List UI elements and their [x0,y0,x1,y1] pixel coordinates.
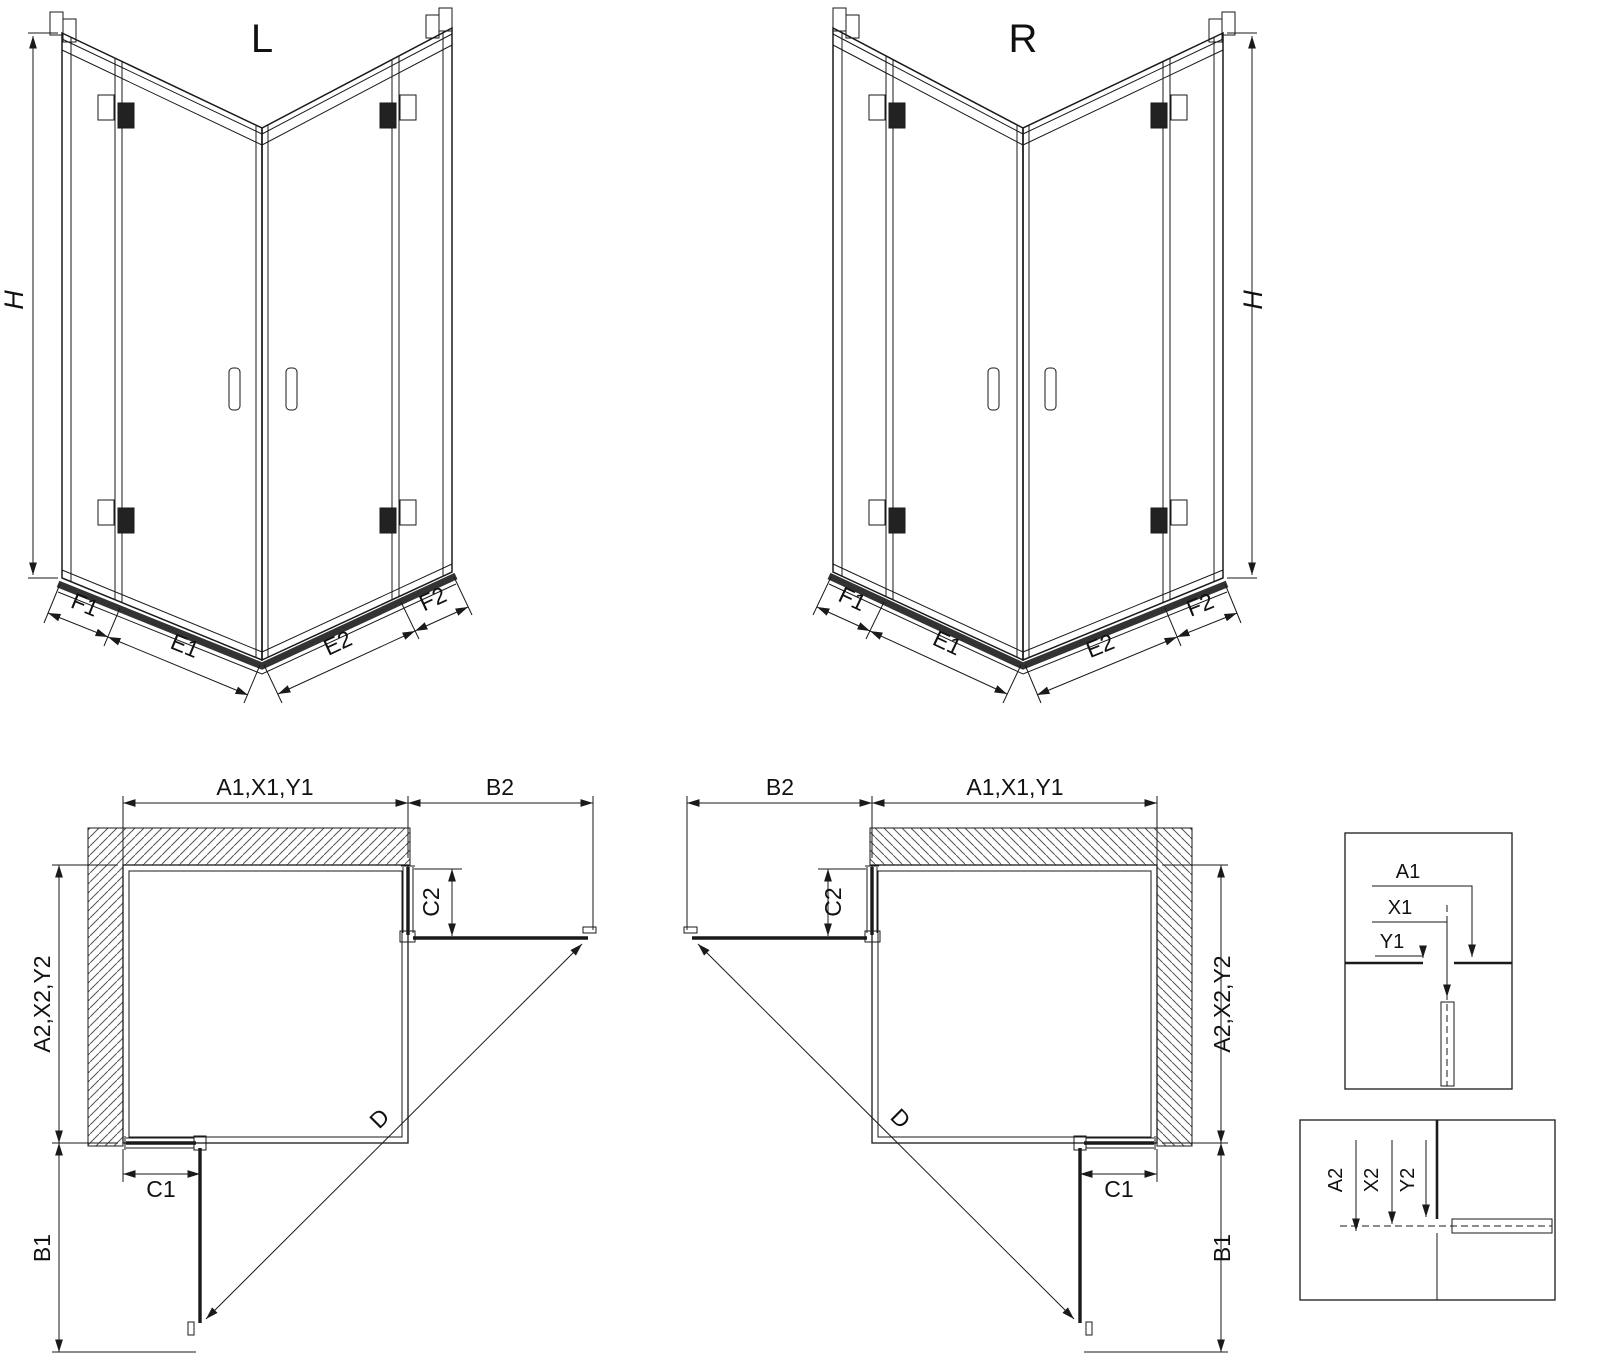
dim-label-a1x1y1-right: A1,X1,Y1 [966,774,1063,800]
version-label-left: L [251,17,273,61]
dim-label-h-left: H [0,290,29,310]
dim-label-h-right: H [1238,290,1268,310]
3d-view-right: R H F2 E2 E1 F1 [813,8,1268,703]
dim-label-d-left: D [364,1103,394,1133]
dim-label-y1-detail: Y1 [1380,931,1404,953]
dim-label-x2-detail: X2 [1361,1168,1383,1192]
dim-label-a2x2y2-right: A2,X2,Y2 [1209,955,1235,1052]
wall-profile-section [1440,1001,1455,1087]
detail-bottom-frame [1299,1119,1556,1301]
dim-label-a1x1y1-left: A1,X1,Y1 [216,774,313,800]
dim-label-a2x2y2-left: A2,X2,Y2 [29,955,55,1052]
detail-view-bottom: A2 X2 Y2 [1299,1119,1556,1301]
detail-top-frame [1344,832,1513,1090]
dim-label-b2-left: B2 [486,774,514,800]
detail-top-dimensions [1372,885,1476,997]
plan-view-left: A1,X1,Y1 B2 C2 A2,X2,Y2 C1 B1 D [29,774,596,1352]
dim-label-c2-left: C2 [418,887,444,916]
version-label-right: R [1009,17,1038,61]
dim-label-b1-right: B1 [1209,1234,1235,1262]
dim-label-c1-left: C1 [146,1176,175,1202]
3d-view-left: L H F1 E1 E2 F2 [0,8,472,703]
dim-label-b2-right: B2 [766,774,794,800]
plan-geometry-left [52,796,596,1352]
dim-label-c2-right: C2 [820,887,846,916]
plan-view-right: A1,X1,Y1 B2 C2 A2,X2,Y2 C1 B1 D [684,774,1235,1352]
detail-bottom-dimensions [1352,1140,1430,1231]
dim-label-a2-detail: A2 [1325,1168,1347,1192]
wall-profile-section [1451,1218,1553,1234]
dim-label-b1-left: B1 [29,1234,55,1262]
detail-view-top: A1 X1 Y1 [1344,832,1513,1090]
dim-label-c1-right: C1 [1104,1176,1133,1202]
dim-label-d-right: D [886,1103,916,1133]
plan-geometry-right [684,796,1228,1352]
dim-label-x1-detail: X1 [1388,897,1412,919]
dim-label-a1-detail: A1 [1396,861,1420,883]
dim-label-y2-detail: Y2 [1397,1168,1419,1192]
